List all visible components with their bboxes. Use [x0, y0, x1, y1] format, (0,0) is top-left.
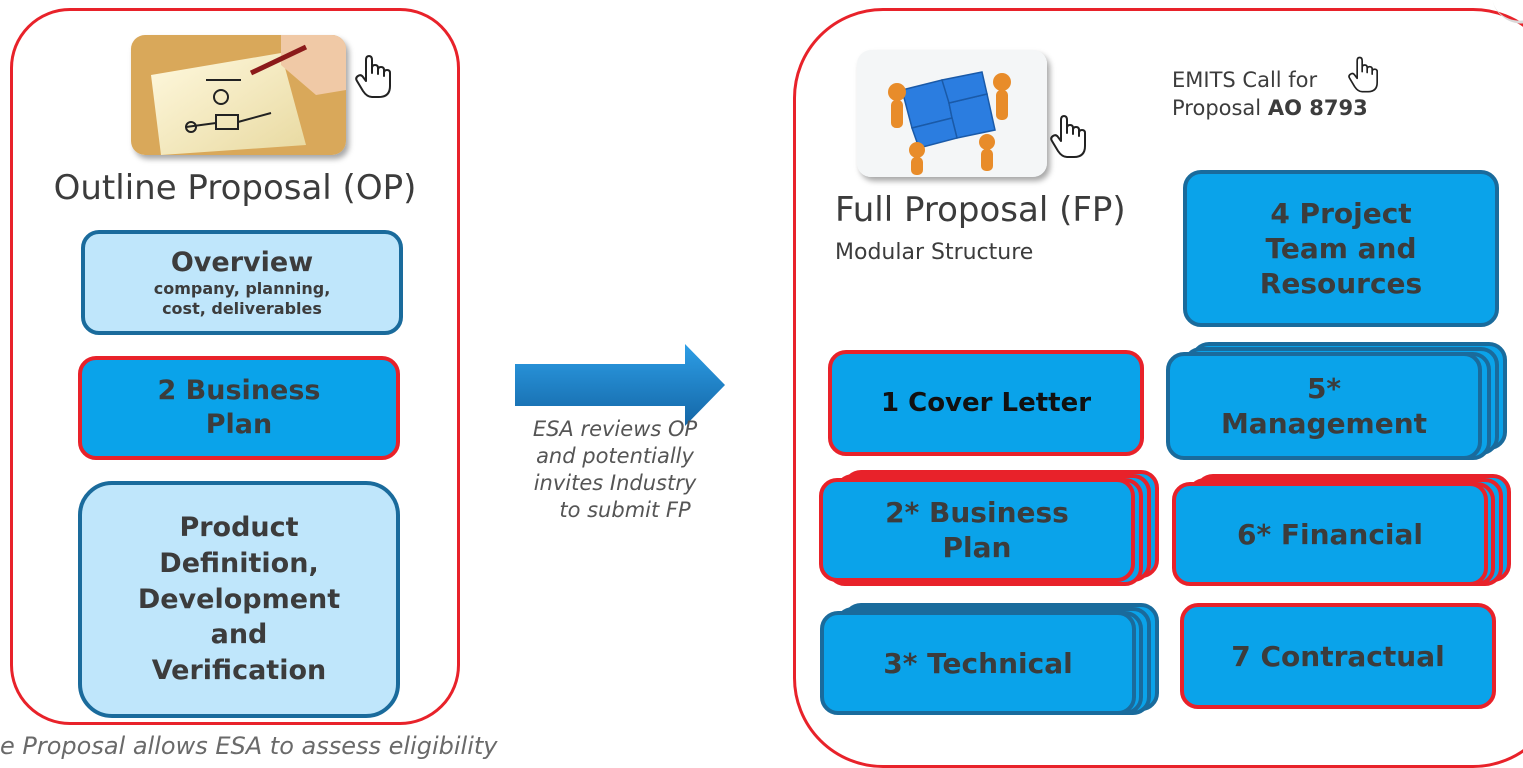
drawing-hand-image[interactable] [131, 35, 346, 155]
project-team-line-3: Resources [1259, 267, 1423, 300]
fp-business-line-2: Plan [942, 531, 1012, 564]
business-plan-box[interactable]: 2 Business Plan [78, 356, 400, 460]
module-contractual[interactable]: 7 Contractual [1180, 603, 1496, 709]
product-line-2: Definition, [159, 547, 319, 579]
emits-proposal-label: Proposal [1172, 96, 1268, 120]
project-team-line-1: 4 Project [1270, 197, 1412, 230]
cover-letter-label: 1 Cover Letter [880, 387, 1092, 418]
management-line-2: Management [1220, 407, 1428, 440]
module-cover-letter[interactable]: 1 Cover Letter [828, 350, 1144, 456]
outline-proposal-title: Outline Proposal (OP) [53, 168, 417, 208]
product-line-1: Product [179, 511, 299, 543]
arrow-caption-3: invites Industry [533, 471, 697, 495]
module-technical[interactable]: 3* Technical [820, 611, 1136, 715]
arrow-caption-1: ESA reviews OP [532, 417, 698, 441]
fp-business-line-1: 2* Business [885, 496, 1069, 529]
project-team-line-2: Team and [1265, 232, 1417, 265]
arrow-caption-2: and potentially [536, 444, 694, 468]
arrow-caption: ESA reviews OP and potentially invites I… [495, 416, 735, 524]
puzzle-team-image[interactable] [857, 50, 1047, 177]
emits-line-1: EMITS Call for [1172, 68, 1318, 92]
overview-heading: Overview [170, 246, 314, 278]
overview-sub-1: company, planning, [153, 279, 331, 299]
footer-note: e Proposal allows ESA to assess eligibil… [0, 732, 498, 760]
management-line-1: 5* [1306, 372, 1342, 405]
emits-call-text: EMITS Call for Proposal AO 8793 [1172, 66, 1368, 122]
product-line-4: and [210, 619, 268, 651]
financial-label: 6* Financial [1236, 517, 1424, 551]
business-plan-line-2: Plan [205, 409, 273, 440]
arrow-right-icon [515, 344, 725, 430]
business-plan-line-1: 2 Business [157, 375, 321, 407]
hand-pointer-icon[interactable] [1050, 115, 1086, 159]
product-definition-box[interactable]: Product Definition, Development and Veri… [78, 481, 400, 718]
full-proposal-subtitle: Modular Structure [835, 240, 1034, 265]
module-business-plan[interactable]: 2* Business Plan [819, 478, 1135, 582]
module-management[interactable]: 5* Management [1166, 352, 1482, 460]
product-line-5: Verification [151, 655, 327, 687]
overview-sub-2: cost, deliverables [162, 299, 322, 319]
module-project-team[interactable]: 4 Project Team and Resources [1183, 170, 1499, 327]
technical-label: 3* Technical [883, 646, 1073, 680]
hand-pointer-icon[interactable] [355, 55, 391, 99]
module-financial[interactable]: 6* Financial [1172, 482, 1488, 586]
product-line-3: Development [137, 583, 341, 615]
overview-box[interactable]: Overview company, planning, cost, delive… [81, 230, 403, 335]
emits-line-2: Proposal AO 8793 [1172, 94, 1368, 122]
full-proposal-title: Full Proposal (FP) [835, 190, 1126, 230]
emits-ao-number: AO 8793 [1267, 96, 1368, 120]
arrow-caption-4: to submit FP [559, 498, 691, 522]
hand-pointer-icon[interactable] [1348, 56, 1378, 94]
contractual-label: 7 Contractual [1231, 639, 1445, 673]
